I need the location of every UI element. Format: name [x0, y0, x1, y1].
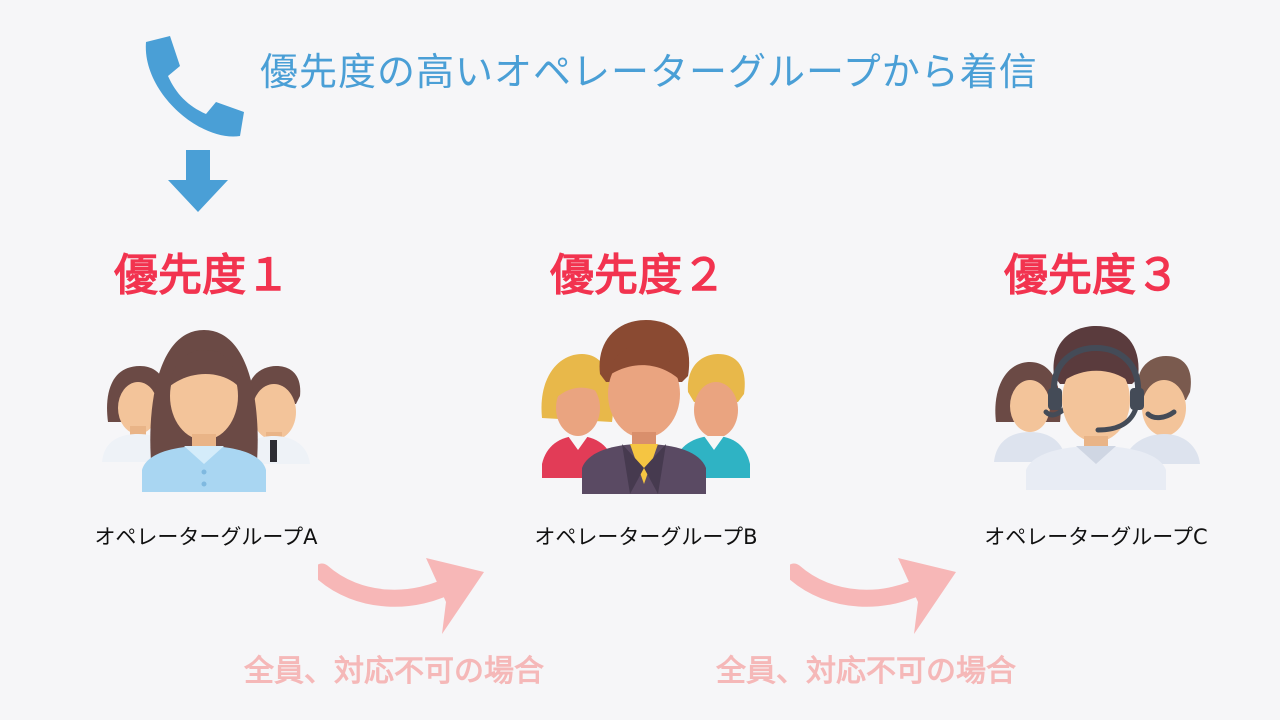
flow-arrow-a-to-b [318, 548, 494, 636]
priority-2-label: 優先度２ [550, 250, 726, 301]
call-center-team-icon [990, 322, 1202, 490]
group-b-label: オペレーターグループB [534, 525, 758, 549]
group-c-label: オペレーターグループC [984, 525, 1208, 549]
flow-heading: 優先度の高いオペレーターグループから着信 [260, 50, 1038, 94]
group-a-label: オペレーターグループA [94, 525, 318, 549]
office-team-icon [98, 322, 310, 492]
priority-1-label: 優先度１ [114, 250, 290, 301]
phone-icon [140, 32, 250, 142]
business-team-icon [538, 318, 750, 494]
arrow-down-icon [168, 150, 228, 214]
condition-label-a-to-b: 全員、対応不可の場合 [244, 654, 544, 689]
flow-arrow-b-to-c [790, 548, 966, 636]
priority-3-label: 優先度３ [1004, 250, 1180, 301]
condition-label-b-to-c: 全員、対応不可の場合 [716, 654, 1016, 689]
